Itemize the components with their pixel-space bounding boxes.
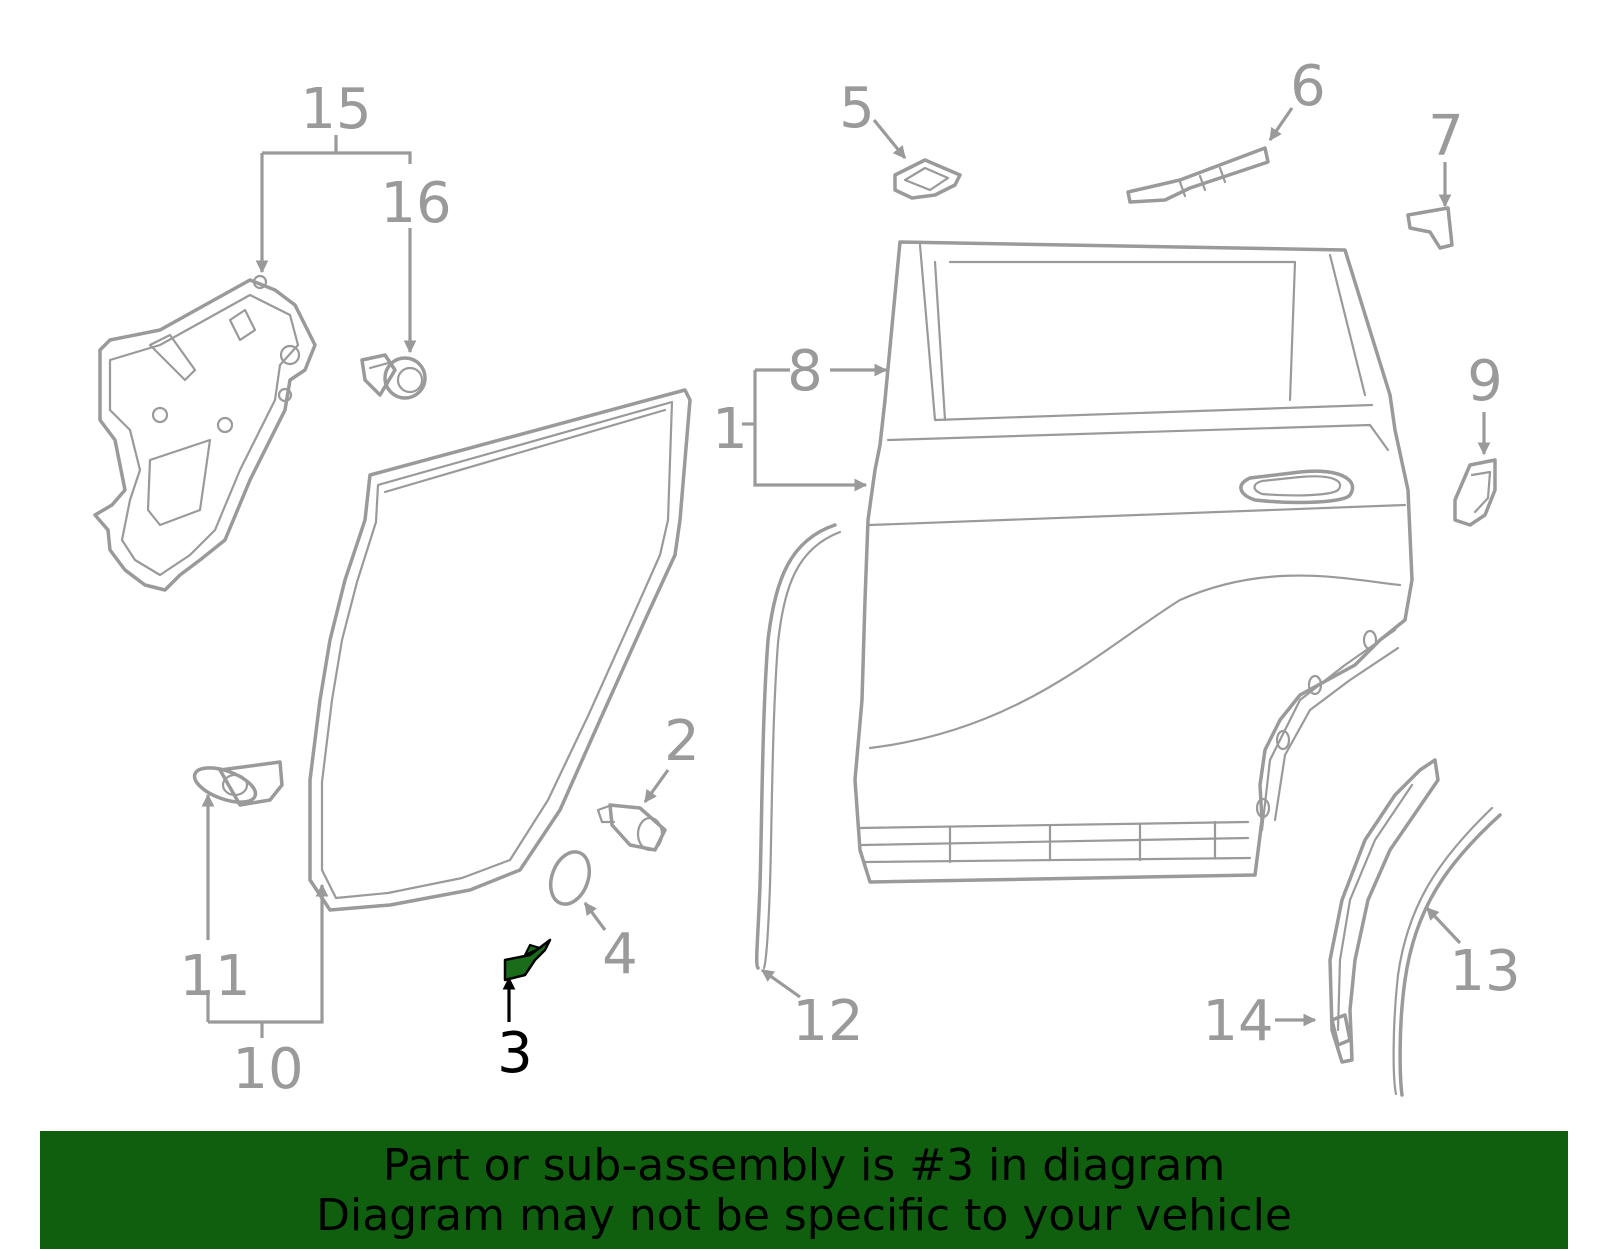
callout-3: 3 — [497, 1021, 533, 1086]
part-5-clip[interactable] — [893, 158, 962, 200]
callout-15: 15 — [300, 77, 371, 142]
info-banner: Part or sub-assembly is #3 in diagram Di… — [40, 1131, 1568, 1249]
callout-12: 12 — [792, 989, 863, 1054]
part-10-weatherstrip[interactable] — [308, 388, 692, 912]
part-6-bracket[interactable] — [1126, 146, 1270, 204]
callout-9: 9 — [1467, 349, 1503, 414]
part-14-seal[interactable] — [1328, 758, 1440, 1064]
part-15-inner-panel[interactable] — [93, 274, 317, 592]
callout-1: 1 — [712, 397, 748, 462]
leader-lines — [201, 107, 1491, 1038]
parts-diagram: 15 16 5 6 7 8 1 9 2 4 3 12 13 14 11 10 — [93, 54, 1521, 1102]
part-2-bumper[interactable] — [596, 803, 667, 852]
callout-7: 7 — [1428, 104, 1464, 169]
callout-10: 10 — [232, 1037, 303, 1102]
part-11-clip[interactable] — [190, 760, 284, 809]
callout-8: 8 — [787, 339, 823, 404]
callout-2: 2 — [664, 709, 700, 774]
callout-11: 11 — [179, 944, 250, 1009]
part-7-cover[interactable] — [1406, 206, 1454, 250]
callout-labels: 15 16 5 6 7 8 1 9 2 4 3 12 13 14 11 10 — [179, 54, 1520, 1102]
callout-6: 6 — [1290, 54, 1326, 119]
banner-line-2: Diagram may not be specific to your vehi… — [316, 1190, 1292, 1241]
callout-4: 4 — [602, 922, 638, 987]
callout-13: 13 — [1449, 939, 1520, 1004]
callout-16: 16 — [380, 171, 451, 236]
part-12-moulding[interactable] — [754, 523, 842, 970]
part-1-door-shell[interactable] — [853, 240, 1414, 884]
banner-line-1: Part or sub-assembly is #3 in diagram — [382, 1140, 1226, 1191]
part-16-clip[interactable] — [360, 353, 427, 400]
callout-14: 14 — [1202, 989, 1273, 1054]
part-3-highlighted[interactable] — [503, 938, 552, 982]
callout-5: 5 — [839, 76, 875, 141]
part-4-plug[interactable] — [544, 846, 596, 909]
part-9-handle-cap[interactable] — [1453, 458, 1497, 527]
part-13-trim[interactable] — [1392, 806, 1502, 1097]
